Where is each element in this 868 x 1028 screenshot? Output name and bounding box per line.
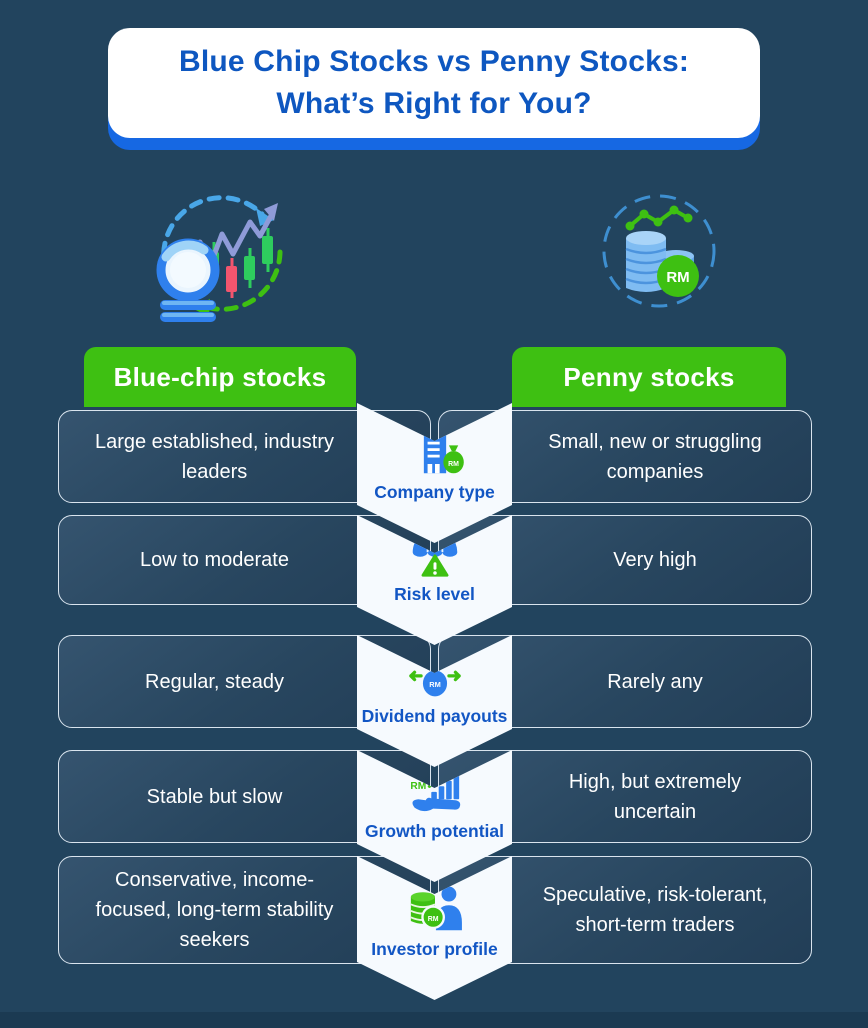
rm-badge-text: RM bbox=[448, 461, 459, 468]
column-header-penny: Penny stocks bbox=[512, 347, 786, 407]
page-title-line2: What’s Right for You? bbox=[276, 87, 592, 120]
rm-badge-text: RM bbox=[427, 916, 438, 923]
column-header-blue-chip: Blue-chip stocks bbox=[84, 347, 356, 407]
rm-badge-text: RM bbox=[429, 680, 441, 689]
cell-text: Small, new or struggling companies bbox=[548, 430, 762, 483]
column-header-label: Penny stocks bbox=[563, 361, 735, 392]
cell-text: Low to moderate bbox=[140, 549, 289, 571]
row-label: Company type bbox=[374, 482, 495, 502]
candlestick-chart-coin-icon bbox=[156, 195, 283, 322]
cell-text: High, but extremely uncertain bbox=[568, 770, 742, 823]
row-label: Growth potential bbox=[364, 821, 505, 841]
cell-text: Stable but slow bbox=[146, 785, 283, 808]
page-title-line1: Blue Chip Stocks vs Penny Stocks: bbox=[178, 44, 690, 78]
cell-text: Speculative, risk-tolerant, short-term t… bbox=[542, 884, 768, 936]
rm-text: RM bbox=[410, 781, 426, 792]
column-header-label: Blue-chip stocks bbox=[113, 361, 327, 392]
cell-text: Rarely any bbox=[607, 670, 703, 693]
cell-text: Large established, industry leaders bbox=[94, 430, 335, 483]
coins-person-icon: RM bbox=[403, 882, 467, 934]
row-badge-dividend-payouts: RM Dividend payouts bbox=[357, 635, 512, 767]
title-card: Blue Chip Stocks vs Penny Stocks: What’s… bbox=[108, 28, 760, 138]
cell-text: Conservative, income-focused, long-term … bbox=[95, 869, 334, 951]
cell-text: Very high bbox=[613, 549, 697, 571]
cell-text: Regular, steady bbox=[145, 670, 284, 693]
bottom-accent-strip bbox=[0, 1012, 868, 1028]
row-label: Investor profile bbox=[371, 939, 498, 959]
row-label: Risk level bbox=[394, 584, 475, 604]
row-label: Dividend payouts bbox=[361, 706, 508, 726]
company-building-moneybag-icon: RM bbox=[403, 425, 467, 477]
rm-badge-text: RM bbox=[666, 269, 689, 286]
coin-stack-growth-rm-icon: RM bbox=[602, 194, 716, 308]
